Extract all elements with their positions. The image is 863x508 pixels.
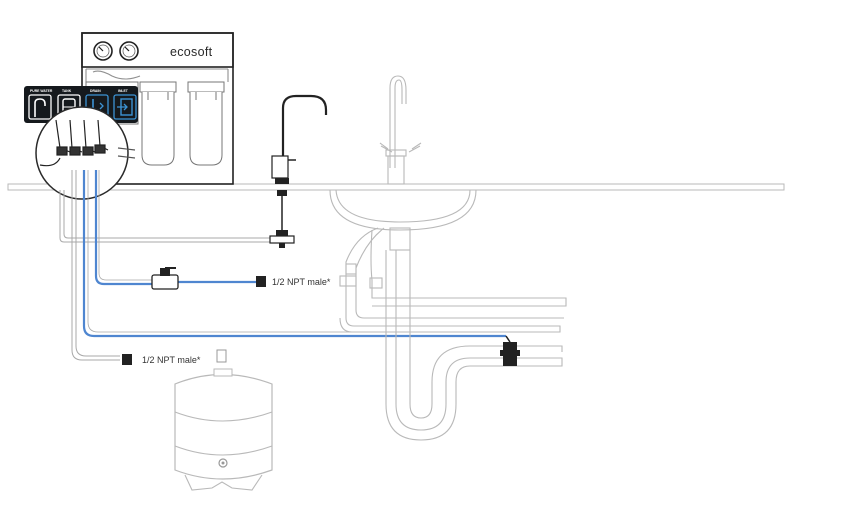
tank-fitting-icon: [122, 354, 132, 365]
tank-fitting-label: 1/2 NPT male*: [142, 355, 201, 365]
port-magnifier: [35, 106, 136, 200]
feed-valve-icon: [151, 267, 179, 290]
filter-housing: [187, 81, 225, 166]
ro-faucet: [269, 94, 328, 248]
port-label-tank: TANK: [62, 89, 72, 93]
tank-tube: [71, 170, 120, 361]
sink-basin: [329, 189, 477, 251]
drain-plumbing: [339, 227, 567, 441]
port-label-drain: DRAIN: [90, 89, 101, 93]
faucet-icon: [28, 94, 52, 120]
countertop: [7, 183, 785, 191]
drain-tube: [82, 170, 506, 338]
supply-fitting-label: 1/2 NPT male*: [272, 277, 331, 287]
drain-saddle-icon: [500, 335, 520, 366]
ro-system-unit: ecosoft: [81, 32, 234, 185]
sink-faucet: [379, 75, 422, 185]
port-label-pure-water: PURE WATER: [30, 89, 53, 93]
supply-fitting-icon: [256, 276, 266, 287]
inlet-icon: [113, 94, 137, 120]
brand-logo: ecosoft: [170, 45, 213, 59]
pure-water-tube: [59, 190, 272, 243]
storage-tank: [174, 368, 273, 491]
port-label-inlet: INLET: [118, 89, 129, 93]
pressure-gauge-icon: [119, 41, 139, 61]
inlet-tube: [94, 170, 256, 286]
filter-housing: [139, 81, 177, 166]
pressure-gauge-icon: [93, 41, 113, 61]
